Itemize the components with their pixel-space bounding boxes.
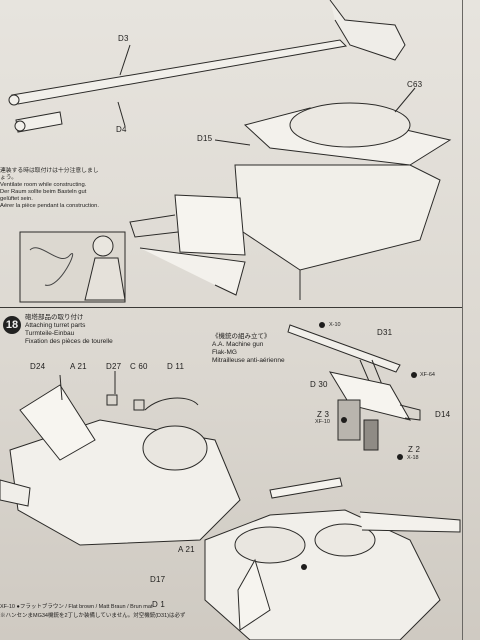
aa-gun-en: A.A. Machine gun [212,341,264,348]
page-edge [462,0,463,640]
part-d14-label: D14 [435,410,451,419]
part-d30-label: D 30 [310,380,328,389]
part-d1-label: D 1 [152,600,166,609]
part-d3-label: D3 [118,34,129,43]
upper-part-fragment [329,0,406,61]
aa-gun-title: 《機銃の組み立て》 A.A. Machine gun Flak-MG Mitra… [212,333,285,365]
part-a21-top-label: A 21 [70,362,87,371]
bottom-notes: XF-10 ●フラットブラウン / Flat brown / Matt Brau… [0,603,462,621]
part-z3-label: Z 3 [317,410,330,419]
machine-gun-d31 [287,324,421,451]
step-number-badge: 18 [3,316,21,334]
worker-illustration [19,231,126,303]
part-d27-label: D27 [106,362,122,371]
step-title-jp: 砲塔部品の取り付け [25,314,84,321]
part-d11-label: D 11 [167,362,185,371]
note-fr: Aérer la pièce pendant la construction. [0,203,99,209]
bottom-note-line2: ※ハンセンまMG34機銃を2丁しか装備していません。対空機銃(D31)は必ず [0,613,186,619]
part-z2-label: Z 2 [408,445,421,454]
part-d17-label: D17 [150,575,166,584]
paint-x10-a: X-10 [329,322,341,328]
turret-hull-top [129,87,452,300]
paint-xf64: XF-64 [420,372,435,378]
note-de: Der Raum sollte beim Basteln gut gelüfte… [0,189,87,202]
part-d15-label: D15 [197,134,213,143]
note-jp: 連装する時は取付けは十分注意しましょう。 [0,168,99,181]
paint-xf10: XF-10 [315,419,330,425]
part-c60-label: C 60 [130,362,148,371]
ventilation-note: 連装する時は取付けは十分注意しましょう。 Ventilate room whil… [0,168,104,210]
turret-lower [204,477,461,640]
bottom-note-line1: XF-10 ●フラットブラウン / Flat brown / Matt Brau… [0,604,153,610]
paint-x18: X-18 [407,455,419,461]
step-divider [0,307,462,308]
turret-step18 [0,371,241,546]
part-d24-label: D24 [30,362,46,371]
part-c63-label: C63 [407,80,423,89]
aa-gun-fr: Mitrailleuse anti-aérienne [212,357,285,364]
part-d31-label: D31 [377,328,393,337]
paint-dots [301,322,417,570]
aa-gun-jp: 《機銃の組み立て》 [212,333,271,340]
step-title-fr: Fixation des pièces de tourelle [25,338,113,345]
aa-gun-de: Flak-MG [212,349,237,356]
step-title-en: Attaching turret parts [25,322,86,329]
step-title: 砲塔部品の取り付け Attaching turret parts Turmtei… [25,314,113,346]
part-a21-bottom-label: A 21 [178,545,195,554]
part-d4-label: D4 [116,125,127,134]
barrel-assembly [8,39,348,133]
note-en: Ventilate room while constructing. [0,182,87,188]
step-title-de: Turmteile-Einbau [25,330,75,337]
